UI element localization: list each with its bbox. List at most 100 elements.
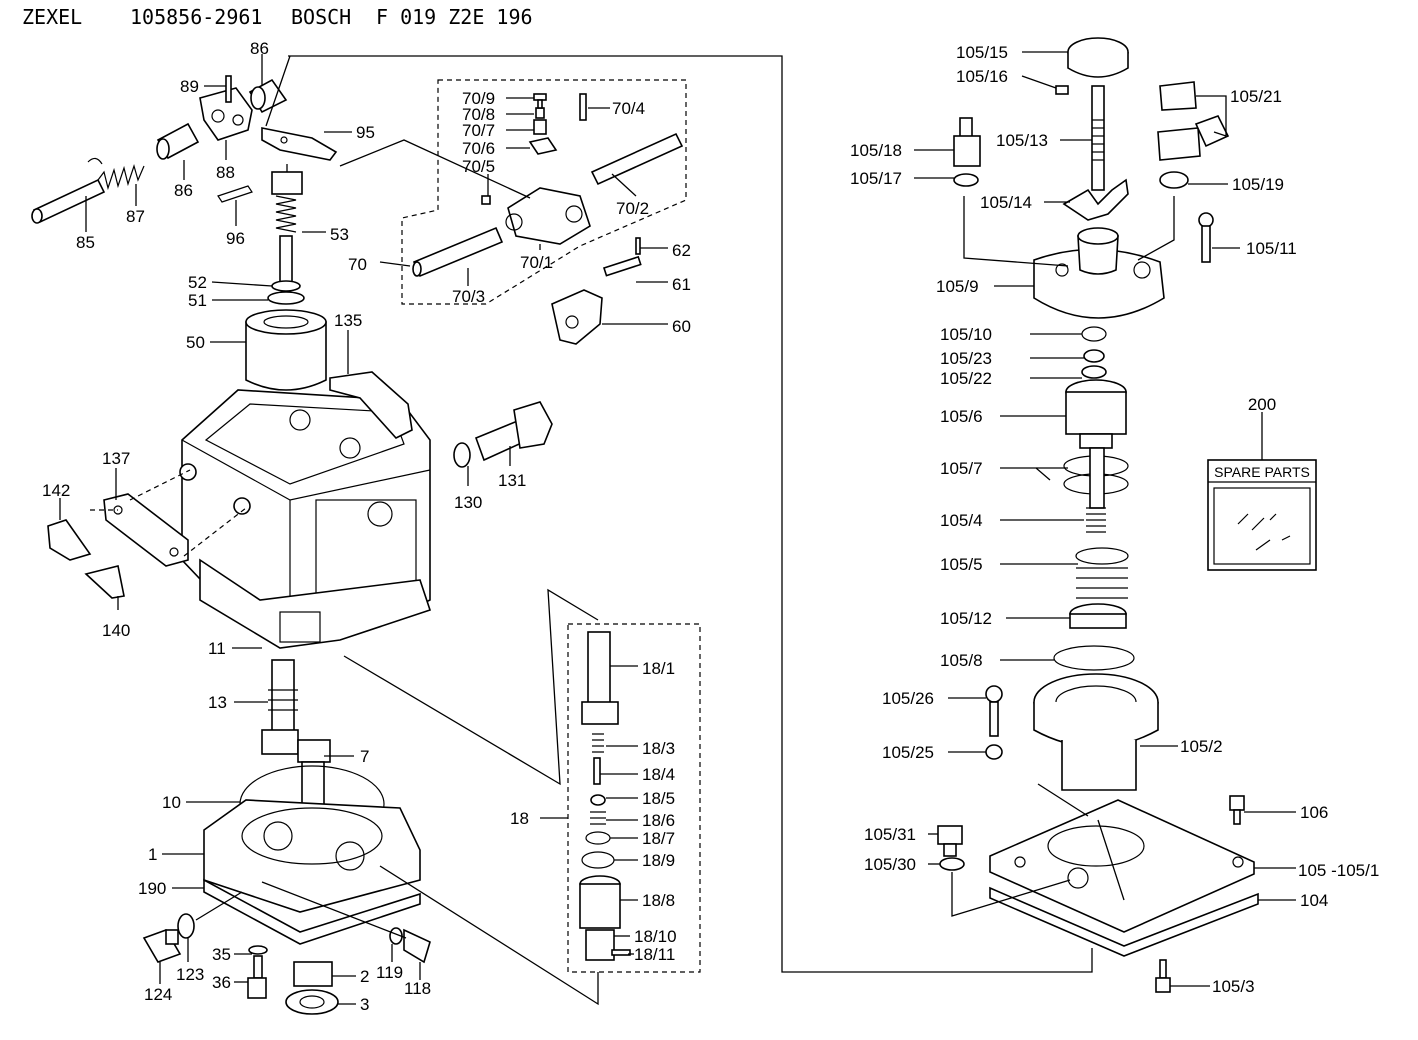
label-105-10: 105/10 bbox=[940, 325, 992, 344]
label-53: 53 bbox=[330, 225, 349, 244]
part-18-5-ring bbox=[590, 794, 606, 806]
part-18-7-ring bbox=[585, 831, 611, 845]
part-105-31-bolt bbox=[937, 825, 963, 857]
part-105-13-shaft bbox=[1091, 85, 1105, 191]
part-70-6-clip bbox=[528, 137, 558, 155]
label-140: 140 bbox=[102, 621, 130, 640]
part-86-sleeve bbox=[156, 122, 200, 160]
label-105-2: 105/2 bbox=[1180, 737, 1223, 756]
part-labels: 86 89 95 88 87 86 85 96 53 52 51 50 135 … bbox=[42, 39, 1379, 1014]
label-105-6: 105/6 bbox=[940, 407, 983, 426]
part-53-spring-rod bbox=[271, 164, 303, 283]
label-131: 131 bbox=[498, 471, 526, 490]
label-105-4: 105/4 bbox=[940, 511, 983, 530]
part-105-10-ring bbox=[1081, 326, 1107, 342]
part-70-3-shaft bbox=[412, 226, 504, 278]
part-70-4-pin bbox=[579, 93, 587, 121]
group-70-outline bbox=[401, 79, 687, 305]
label-70-3: 70/3 bbox=[452, 287, 485, 306]
group-18-outline bbox=[567, 623, 701, 973]
label-105-31: 105/31 bbox=[864, 825, 916, 844]
part-105-105-1-plate bbox=[989, 799, 1255, 933]
label-18-7: 18/7 bbox=[642, 829, 675, 848]
part-106-screw bbox=[1229, 795, 1245, 825]
part-105-26-bolt bbox=[985, 685, 1003, 737]
label-36: 36 bbox=[212, 973, 231, 992]
label-105-22: 105/22 bbox=[940, 369, 992, 388]
spare-parts-title: SPARE PARTS bbox=[1214, 464, 1310, 480]
part-2-bearing bbox=[293, 961, 333, 987]
label-70-4: 70/4 bbox=[612, 99, 645, 118]
label-3: 3 bbox=[360, 995, 369, 1014]
label-105-25: 105/25 bbox=[882, 743, 934, 762]
part-105-4-spring bbox=[1086, 507, 1106, 533]
header: ZEXEL 105856-2961 BOSCH F 019 Z2E 196 bbox=[22, 5, 533, 29]
label-18-11: 18/11 bbox=[634, 945, 675, 964]
part-60-bracket bbox=[551, 289, 603, 345]
part-105-15-knob bbox=[1067, 37, 1129, 78]
label-105-30: 105/30 bbox=[864, 855, 916, 874]
label-18-10: 18/10 bbox=[634, 927, 677, 946]
part-131-bolt bbox=[474, 401, 553, 462]
part-1-base bbox=[203, 799, 421, 913]
label-1: 1 bbox=[148, 845, 157, 864]
part-86-top-sleeve bbox=[248, 78, 288, 114]
part-142-lever bbox=[47, 519, 92, 561]
part-130-washer bbox=[453, 442, 471, 468]
label-105-19: 105/19 bbox=[1232, 175, 1284, 194]
connector-lines bbox=[59, 51, 1296, 1006]
part-105-12-ring bbox=[1069, 603, 1127, 629]
part-105-21-fitting bbox=[1157, 81, 1230, 161]
part-50-cap bbox=[245, 309, 327, 391]
part-104-gasket bbox=[989, 886, 1259, 957]
part-18-1-plunger bbox=[581, 631, 619, 725]
label-105-16: 105/16 bbox=[956, 67, 1008, 86]
label-105-23: 105/23 bbox=[940, 349, 992, 368]
part-13-shaft bbox=[268, 659, 298, 737]
part-88-lever bbox=[199, 87, 253, 141]
label-105-12: 105/12 bbox=[940, 609, 992, 628]
label-70-8: 70/8 bbox=[462, 105, 495, 124]
label-105-13: 105/13 bbox=[996, 131, 1048, 150]
label-11: 11 bbox=[208, 639, 226, 658]
part-18-3-spring bbox=[592, 733, 604, 753]
part-61-pin bbox=[602, 255, 642, 277]
part-85-rod bbox=[31, 178, 106, 224]
label-70-5: 70/5 bbox=[462, 157, 495, 176]
label-130: 130 bbox=[454, 493, 482, 512]
part-105-25-nut bbox=[985, 744, 1003, 760]
label-50: 50 bbox=[186, 333, 205, 352]
label-70-1: 70/1 bbox=[520, 253, 553, 272]
part-123-washer bbox=[177, 913, 195, 939]
label-123: 123 bbox=[176, 965, 204, 984]
part-137-plate bbox=[103, 493, 189, 567]
label-18-5: 18/5 bbox=[642, 789, 675, 808]
part-18-10-sleeve bbox=[585, 929, 615, 961]
label-119: 119 bbox=[376, 963, 403, 982]
label-18-1: 18/1 bbox=[642, 659, 675, 678]
label-18: 18 bbox=[510, 809, 529, 828]
label-105-14: 105/14 bbox=[980, 193, 1032, 212]
part-70-5-screw bbox=[481, 195, 491, 205]
bosch-part-number: F 019 Z2E 196 bbox=[376, 5, 533, 29]
label-105-21: 105/21 bbox=[1230, 87, 1282, 106]
part-18-11-pin bbox=[611, 949, 631, 956]
part-118-screw bbox=[403, 928, 431, 964]
label-70-9: 70/9 bbox=[462, 89, 495, 108]
label-86-lower: 86 bbox=[174, 181, 193, 200]
part-3-seal bbox=[285, 989, 339, 1015]
label-124: 124 bbox=[144, 985, 172, 1004]
label-18-3: 18/3 bbox=[642, 739, 675, 758]
part-105-22-washer bbox=[1081, 365, 1107, 379]
label-86: 86 bbox=[250, 39, 269, 58]
part-105-3-screw bbox=[1155, 959, 1171, 993]
part-105-5-spring bbox=[1075, 547, 1129, 599]
part-70-9-screw bbox=[533, 93, 547, 109]
label-88: 88 bbox=[216, 163, 235, 182]
part-36-bolt bbox=[247, 955, 267, 999]
label-105-11: 105/11 bbox=[1246, 239, 1297, 258]
linkage-assembly bbox=[31, 75, 338, 391]
label-142: 142 bbox=[42, 481, 70, 500]
label-87: 87 bbox=[126, 207, 145, 226]
